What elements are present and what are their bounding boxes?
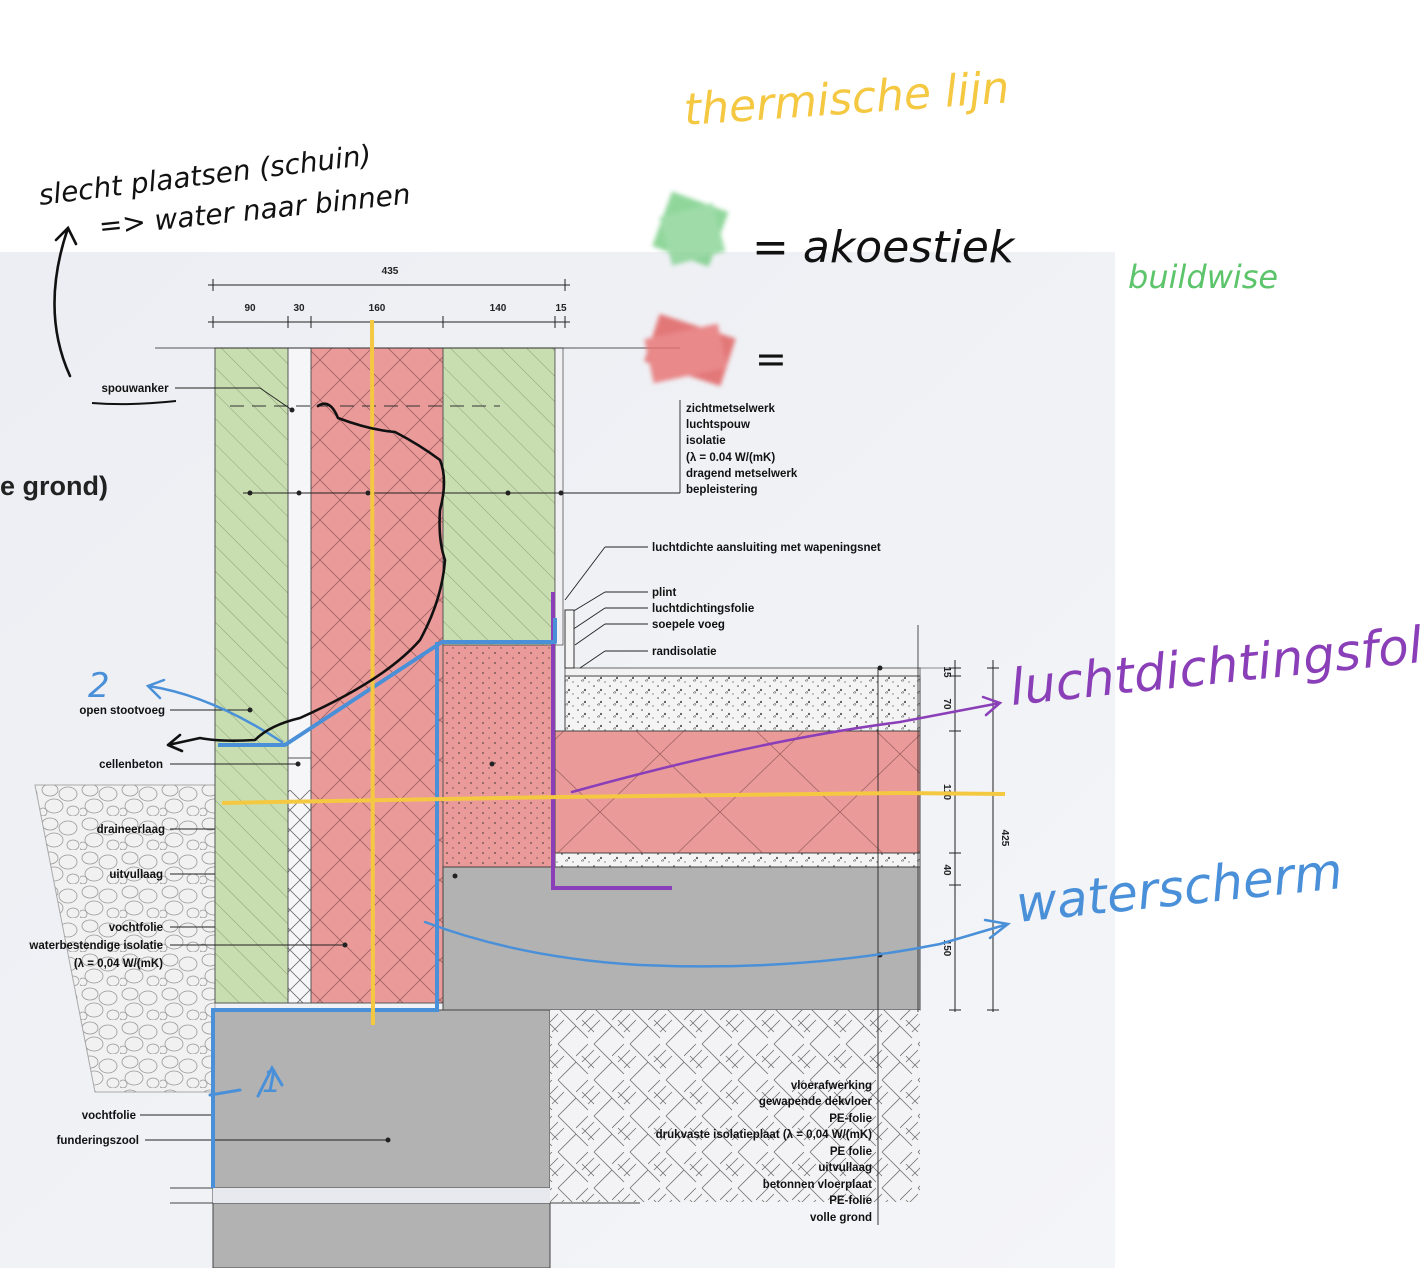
air-seal-membrane xyxy=(551,592,672,890)
label-plint: plint xyxy=(652,587,676,599)
svg-text:PE folie: PE folie xyxy=(830,1146,872,1158)
water-screen-arrow xyxy=(423,918,1011,968)
floor-layer-labels: vloerafwerking gewapende dekvloer PE-fol… xyxy=(656,1080,873,1224)
left-leaders xyxy=(140,387,681,1141)
acoustic-swatch xyxy=(652,191,729,267)
dim-30: 30 xyxy=(293,303,305,314)
water-screen-base xyxy=(211,642,439,1188)
svg-text:dragend metselwerk: dragend metselwerk xyxy=(686,468,798,480)
label-spouwanker: spouwanker xyxy=(101,383,169,395)
svg-text:gewapende dekvloer: gewapende dekvloer xyxy=(759,1096,873,1108)
svg-text:isolatie: isolatie xyxy=(686,435,726,447)
label-soepele-voeg: soepele voeg xyxy=(652,619,725,631)
thermal-legend: thermische lijn xyxy=(682,62,1011,136)
dim-right-70: 70 xyxy=(941,698,952,710)
buildwise-note: buildwise xyxy=(1128,258,1278,296)
symbol-2: 2 xyxy=(88,666,110,706)
dim-right-15: 15 xyxy=(941,666,952,678)
label-funderingszool: funderingszool xyxy=(57,1135,139,1147)
dim-15: 15 xyxy=(555,303,567,314)
label-waterbestendige-isolatie: waterbestendige isolatie xyxy=(28,940,163,952)
symbol-1: 1 xyxy=(262,1065,281,1100)
symbol-1-tick xyxy=(208,1064,284,1098)
thermal-line-horizontal xyxy=(221,790,1006,805)
wall-layer-labels: zichtmetselwerk luchtspouw isolatie (λ =… xyxy=(686,403,798,496)
svg-text:bepleistering: bepleistering xyxy=(686,484,758,496)
acoustic-legend: = akoestiek xyxy=(752,222,1016,273)
svg-text:PE-folie: PE-folie xyxy=(829,1195,872,1207)
floor-screed xyxy=(564,667,921,677)
dim-overall-top: 435 xyxy=(382,266,399,277)
red-swatch xyxy=(644,313,736,387)
bad-placement-scribble xyxy=(166,402,447,753)
label-open-stootvoeg: open stootvoeg xyxy=(79,705,165,717)
label-luchtdichte-aansluiting: luchtdichte aansluiting met wapeningsnet xyxy=(652,542,881,554)
dim-90: 90 xyxy=(244,303,256,314)
label-luchtdichtingsfolie-print: luchtdichtingsfolie xyxy=(652,603,754,615)
dim-right-40: 40 xyxy=(941,864,952,876)
section-title-fragment: e grond) xyxy=(0,471,108,501)
air-seal-arrow xyxy=(570,695,1003,794)
svg-text:zichtmetselwerk: zichtmetselwerk xyxy=(686,403,775,415)
skirting-board xyxy=(564,609,575,669)
water-screen-line xyxy=(218,618,557,747)
svg-text:vloerafwerking: vloerafwerking xyxy=(791,1080,872,1092)
thermal-line-vertical xyxy=(370,319,375,1026)
top-dimensions xyxy=(155,279,680,349)
dim-160: 160 xyxy=(369,303,386,314)
svg-text:drukvaste isolatieplaat (λ = 0: drukvaste isolatieplaat (λ = 0,04 W/(mK) xyxy=(656,1129,873,1141)
spouwanker-underline xyxy=(91,400,177,406)
label-lambda-left: (λ = 0,04 W/(mK) xyxy=(74,958,163,970)
label-cellenbeton: cellenbeton xyxy=(99,759,163,771)
right-leaders xyxy=(564,546,648,669)
dim-140: 140 xyxy=(490,303,507,314)
plaster-layer xyxy=(554,347,564,646)
svg-text:PE-folie: PE-folie xyxy=(829,1113,872,1125)
concrete-slab xyxy=(442,866,921,1011)
dim-right-150: 150 xyxy=(941,940,952,957)
dim-right-overall: 425 xyxy=(999,830,1010,847)
foundation-footing xyxy=(212,1009,551,1268)
svg-text:betonnen vloerplaat: betonnen vloerplaat xyxy=(763,1179,872,1191)
svg-text:luchtspouw: luchtspouw xyxy=(686,419,750,431)
label-randisolatie: randisolatie xyxy=(652,646,717,658)
red-legend: = xyxy=(755,337,787,381)
label-uitvullaag: uitvullaag xyxy=(109,869,163,881)
note-arrow xyxy=(53,225,78,378)
svg-text:(λ = 0.04 W/(mK): (λ = 0.04 W/(mK) xyxy=(686,452,775,464)
label-draineerlaag: draineerlaag xyxy=(97,824,165,836)
svg-text:uitvullaag: uitvullaag xyxy=(818,1162,872,1174)
label-vochtfolie-bottom: vochtfolie xyxy=(82,1110,136,1122)
svg-text:volle grond: volle grond xyxy=(810,1212,872,1224)
label-vochtfolie: vochtfolie xyxy=(109,922,163,934)
